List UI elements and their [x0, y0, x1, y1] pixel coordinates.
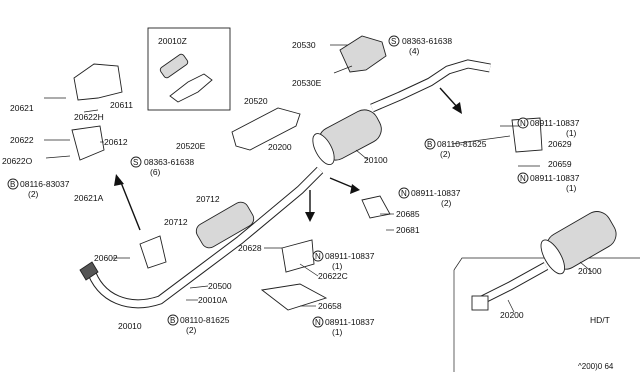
label-08911-b: 08911-10837 — [325, 317, 375, 327]
screw-mark — [130, 156, 142, 168]
svg-text:S: S — [133, 158, 138, 167]
variant-label: HD/T — [590, 315, 610, 325]
label-20659: 20659 — [548, 159, 572, 169]
qty-08911-b: (1) — [332, 327, 343, 337]
svg-text:B: B — [10, 180, 15, 189]
nut-mark — [312, 250, 324, 262]
qty-08110-r: (2) — [440, 149, 451, 159]
hd-flange — [471, 295, 489, 311]
label-20622o: 20622O — [2, 156, 33, 166]
label-20685: 20685 — [396, 209, 420, 219]
qty-08363-mid: (6) — [150, 167, 161, 177]
qty-08911-r1: (1) — [566, 128, 577, 138]
qty-08911-c2: (1) — [332, 261, 343, 271]
sealant-tube-icon — [159, 53, 189, 79]
nut-mark — [398, 187, 410, 199]
label-20628: 20628 — [238, 243, 262, 253]
qty-08911-c: (2) — [441, 198, 452, 208]
mount-bracket-mid — [71, 125, 105, 161]
front-hanger — [139, 235, 167, 269]
label-08911-r2: 08911-10837 — [530, 173, 580, 183]
label-20622c: 20622C — [318, 271, 348, 281]
label-20622h: 20622H — [74, 112, 104, 122]
label-08363-mid: 08363-61638 — [144, 157, 194, 167]
svg-text:N: N — [520, 119, 526, 128]
catalytic-converter — [195, 201, 255, 249]
lower-bracket — [260, 283, 328, 311]
mount-bracket-top — [73, 63, 123, 101]
label-20712b: 20712 — [164, 217, 188, 227]
diagram-ref: ^200)0 64 — [578, 362, 614, 371]
sealant-kit-box: 20010Z — [147, 27, 231, 111]
kit-code: 20010Z — [158, 36, 187, 46]
label-20530: 20530 — [292, 40, 316, 50]
label-20200-main: 20200 — [268, 142, 292, 152]
label-20612: 20612 — [104, 137, 128, 147]
pipe-clamp — [361, 195, 391, 219]
bolt-mark — [167, 314, 179, 326]
svg-text:B: B — [427, 140, 432, 149]
label-20621a: 20621A — [74, 193, 104, 203]
label-20621: 20621 — [10, 103, 34, 113]
main-muffler — [312, 109, 382, 166]
hd-variant-inset — [453, 211, 640, 372]
qty-08363-top: (4) — [409, 46, 420, 56]
label-20602: 20602 — [94, 253, 118, 263]
svg-text:N: N — [520, 174, 526, 183]
nut-mark — [517, 172, 529, 184]
svg-text:N: N — [401, 189, 407, 198]
label-08911-r1: 08911-10837 — [530, 118, 580, 128]
svg-text:S: S — [391, 37, 396, 46]
label-08116: 08116-83037 — [20, 179, 70, 189]
label-20622: 20622 — [10, 135, 34, 145]
label-20010: 20010 — [118, 321, 142, 331]
bolt-mark — [424, 138, 436, 150]
svg-text:N: N — [315, 252, 321, 261]
screw-mark — [388, 35, 400, 47]
part-labels: 20530 20530E S 08363-61638 (4) 20621 206… — [2, 35, 614, 371]
label-08911-c: 08911-10837 — [411, 188, 461, 198]
label-20100-hd: 20100 — [578, 266, 602, 276]
sealant-gun-icon — [169, 73, 213, 103]
center-bracket — [281, 239, 315, 273]
label-08911-c2: 08911-10837 — [325, 251, 375, 261]
label-20611: 20611 — [110, 100, 133, 110]
label-20520: 20520 — [244, 96, 268, 106]
label-20712a: 20712 — [196, 194, 220, 204]
callout-arrows — [114, 87, 462, 231]
label-08110-r: 08110-81625 — [437, 139, 487, 149]
qty-08116: (2) — [28, 189, 39, 199]
label-20681: 20681 — [396, 225, 420, 235]
qty-08911-r2: (1) — [566, 183, 577, 193]
front-flange — [79, 261, 99, 281]
heat-shield — [231, 107, 301, 151]
bolt-mark — [7, 178, 19, 190]
label-20010a: 20010A — [198, 295, 228, 305]
tail-heat-shield — [339, 35, 387, 73]
label-20520e: 20520E — [176, 141, 206, 151]
svg-text:N: N — [315, 318, 321, 327]
label-08110-b: 08110-81625 — [180, 315, 230, 325]
label-20100-main: 20100 — [364, 155, 388, 165]
label-20500: 20500 — [208, 281, 232, 291]
svg-text:B: B — [170, 316, 175, 325]
label-08363-top: 08363-61638 — [402, 36, 452, 46]
leader-lines — [44, 44, 593, 313]
label-20530e: 20530E — [292, 78, 322, 88]
nut-mark — [517, 117, 529, 129]
label-20200-hd: 20200 — [500, 310, 524, 320]
exhaust-system — [71, 35, 543, 311]
label-20629: 20629 — [548, 139, 572, 149]
qty-08110-b: (2) — [186, 325, 197, 335]
nut-mark — [312, 316, 324, 328]
label-20658: 20658 — [318, 301, 342, 311]
